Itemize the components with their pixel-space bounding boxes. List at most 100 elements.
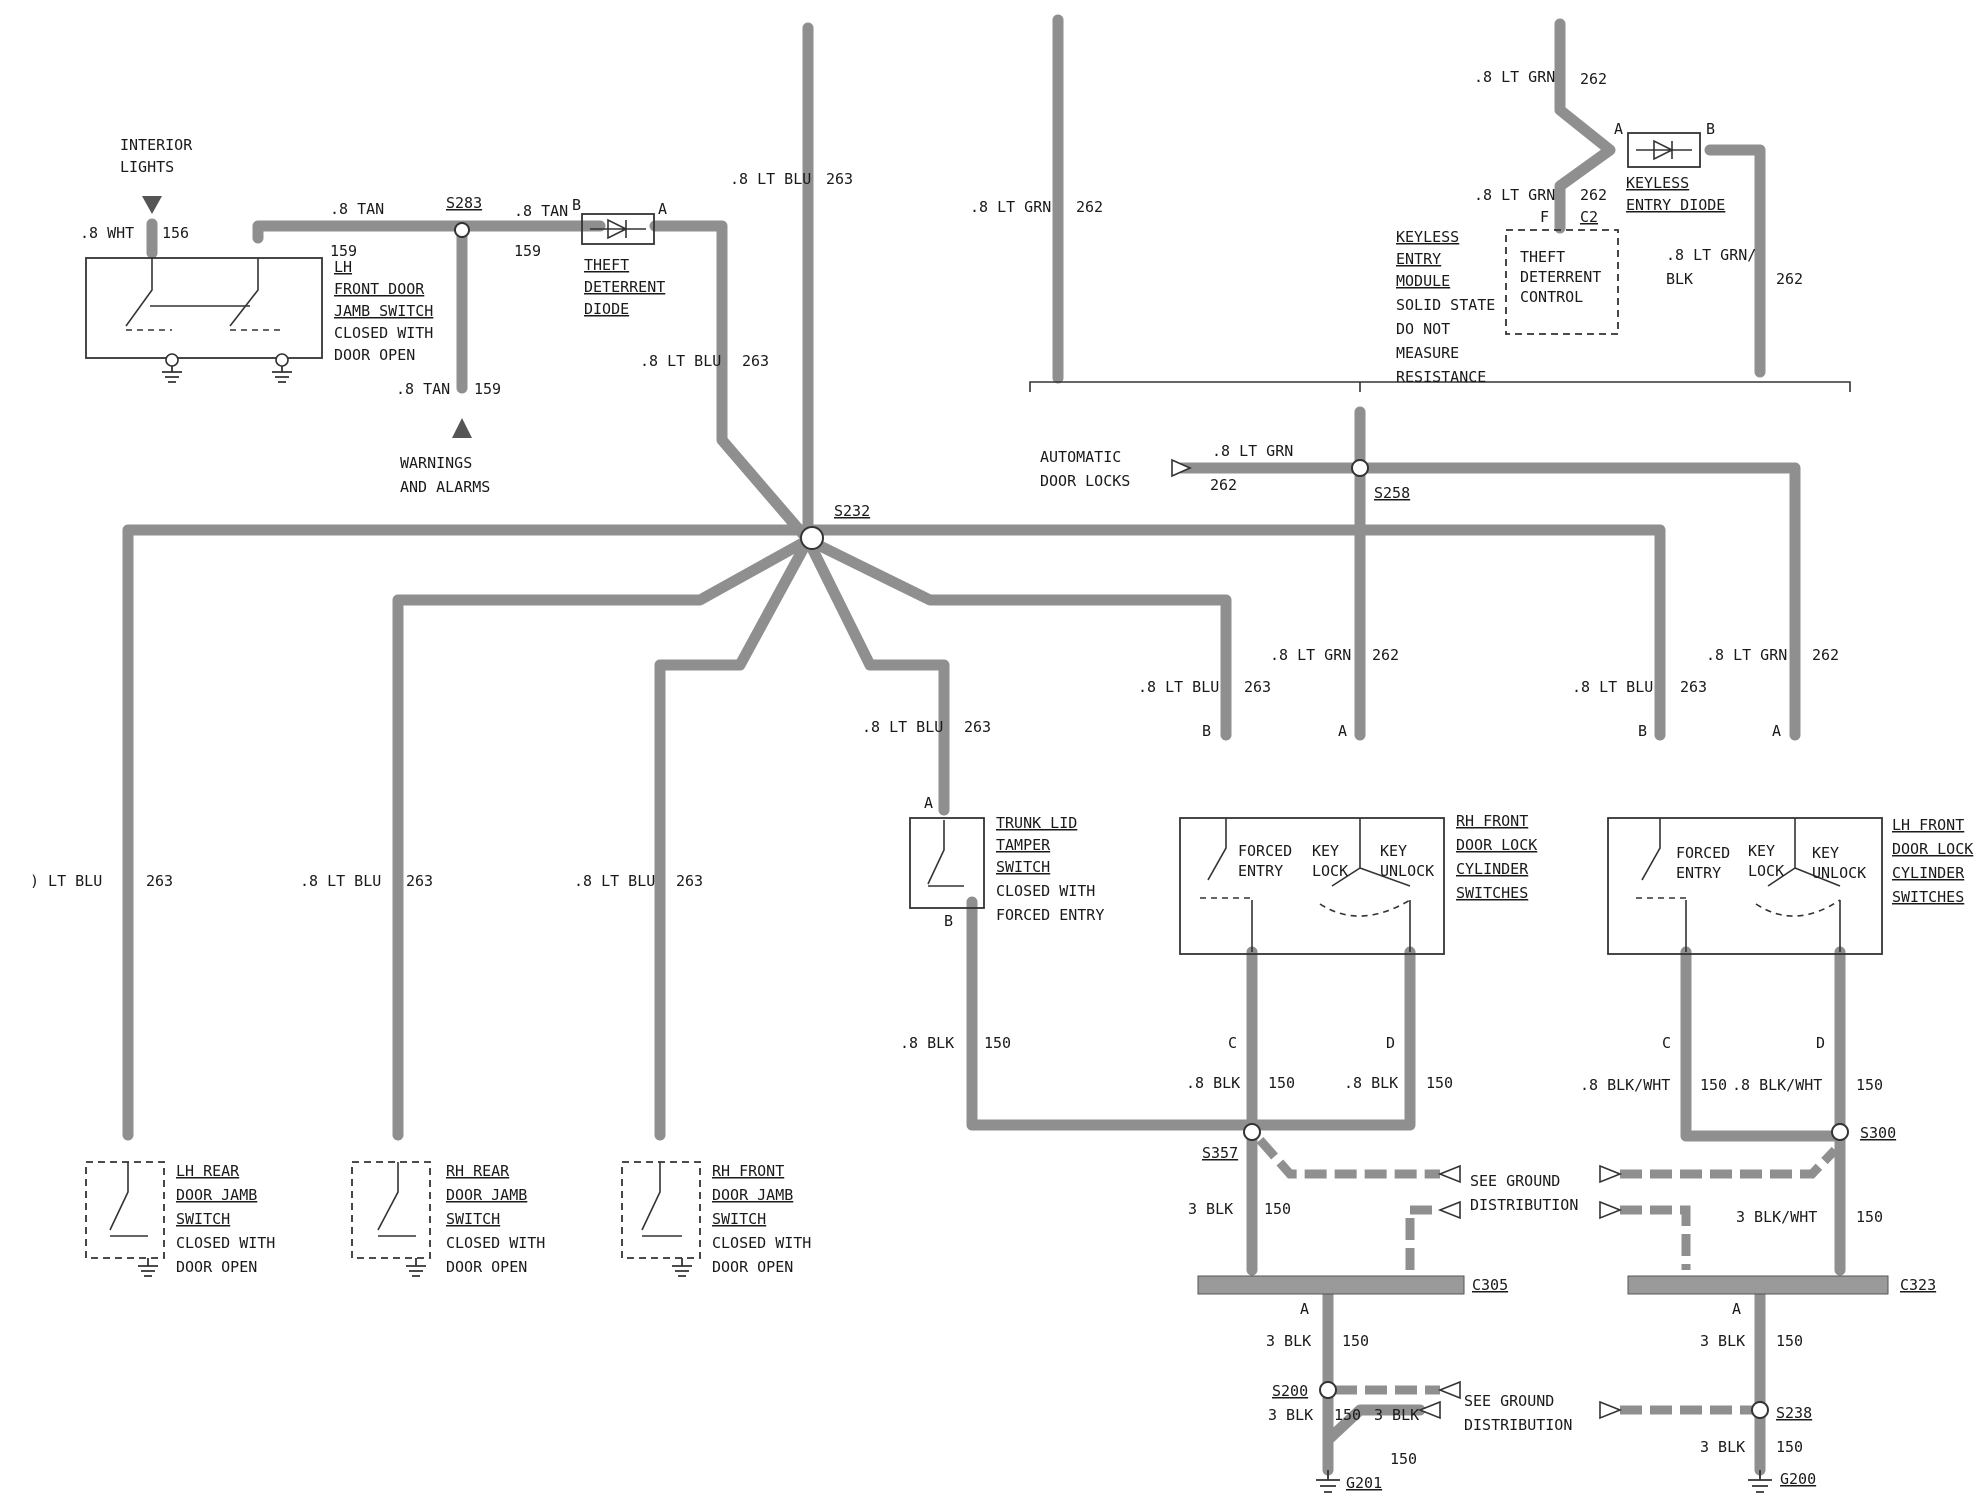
label: ENTRY DIODE [1626,196,1725,214]
label: B [572,196,581,214]
wire-ltblu-trunk [802,534,950,816]
label: S283 [446,194,482,212]
label: S258 [1374,484,1410,502]
label: 262 [1076,198,1103,216]
ground-g201-symbol [1316,1470,1340,1493]
interior-lights-arrow [142,196,162,214]
label: B [944,912,953,930]
label: .8 LT BLU [730,170,811,188]
label: 150 [1426,1074,1453,1092]
splice-s200 [1319,1381,1337,1399]
label: S232 [834,502,870,520]
label: CLOSED WITH [712,1234,811,1252]
rh-front-switch-contacts [641,1162,682,1237]
label: B [1202,722,1211,740]
label: TAMPER [996,836,1051,854]
label: D [1386,1034,1395,1052]
theft-diode-symbol [590,218,646,240]
label: A [1732,1300,1741,1318]
text-labels: INTERIOR LIGHTS .8 WHT 156 .8 TAN 159 S2… [30,68,1973,1492]
label: UNLOCK [1380,862,1434,880]
label: DISTRIBUTION [1464,1416,1572,1434]
lh-lock-dashes [1636,897,1841,917]
label: S300 [1860,1124,1896,1142]
label: INTERIOR [120,136,193,154]
label: DOOR OPEN [334,346,415,364]
label: SWITCH [996,858,1050,876]
lh-front-door-lock-switches [1607,817,1883,955]
keyless-entry-diode [1627,132,1701,168]
label: THEFT [584,256,629,274]
label: FORCED [1238,842,1292,860]
label: LOCK [1748,862,1784,880]
label: 159 [474,380,501,398]
rh-lock-dashes [1200,897,1411,917]
keyless-diode-symbol [1636,139,1692,161]
label: A [924,794,933,812]
wire-ltblu-rh-lock [802,534,1232,741]
label: DETERRENT [584,278,665,296]
label: 150 [1264,1200,1291,1218]
label: SWITCH [176,1210,230,1228]
wire-ltgrn-262-keyless [1554,18,1616,234]
ground-lh-front-2 [275,353,289,367]
label: DOOR LOCK [1892,840,1973,858]
wire-tan-159 [252,220,606,244]
label: 159 [514,242,541,260]
label: RH REAR [446,1162,510,1180]
ground-symbols-lh-front [162,366,292,383]
label: LH REAR [176,1162,240,1180]
label: KEY [1312,842,1339,860]
lh-rear-jamb-switch [85,1161,165,1259]
wire-blk-rh-d [1246,946,1416,1131]
label: SWITCH [712,1210,766,1228]
label: DETERRENT [1520,268,1601,286]
label: C323 [1900,1276,1936,1294]
label: SWITCH [446,1210,500,1228]
ground-dist-arrow-6 [1417,1400,1441,1420]
label: RH FRONT [712,1162,784,1180]
label: FORCED ENTRY [996,906,1104,924]
ground-g200-symbol [1748,1470,1772,1493]
label: DOOR JAMB [176,1186,257,1204]
label: .8 LT BLU [574,872,655,890]
label: KEYLESS [1396,228,1459,246]
label: 263 [742,352,769,370]
label: TRUNK LID [996,814,1077,832]
label: SWITCHES [1456,884,1528,902]
label: 262 [1210,476,1237,494]
label: 150 [1776,1332,1803,1350]
trunk-switch-contacts [927,820,964,887]
connector-c323 [1627,1275,1889,1295]
label: DOOR OPEN [712,1258,793,1276]
label: DISTRIBUTION [1470,1196,1578,1214]
label: 159 [330,242,357,260]
splice-s300 [1831,1123,1849,1141]
label: D [1816,1034,1825,1052]
wire-ground-dist-2 [1405,1205,1440,1270]
wire-blk-s200-b [1322,1389,1426,1446]
rh-rear-switch-contacts [377,1162,416,1237]
wires [122,14,1846,1476]
label: 150 [1856,1208,1883,1226]
label: FRONT DOOR [334,280,425,298]
label: 263 [826,170,853,188]
label: A [1772,722,1781,740]
wire-ground-dist-3 [1620,1146,1839,1179]
label: 262 [1372,646,1399,664]
lh-lock-contacts [1641,818,1841,952]
ground-dist-arrow-5 [1437,1380,1461,1400]
label: AND ALARMS [400,478,490,496]
label: .8 LT GRN [1706,646,1787,664]
label: DOOR JAMB [446,1186,527,1204]
label: S200 [1272,1382,1308,1400]
wire-ground-dist-1 [1256,1137,1440,1179]
wire-ltblu-rh-front [654,534,814,1141]
rh-front-jamb-switch [621,1161,701,1259]
splice-s238 [1751,1401,1769,1419]
label: .8 LT GRN [970,198,1051,216]
label: C305 [1472,1276,1508,1294]
label: A [658,200,667,218]
label: WARNINGS [400,454,472,472]
